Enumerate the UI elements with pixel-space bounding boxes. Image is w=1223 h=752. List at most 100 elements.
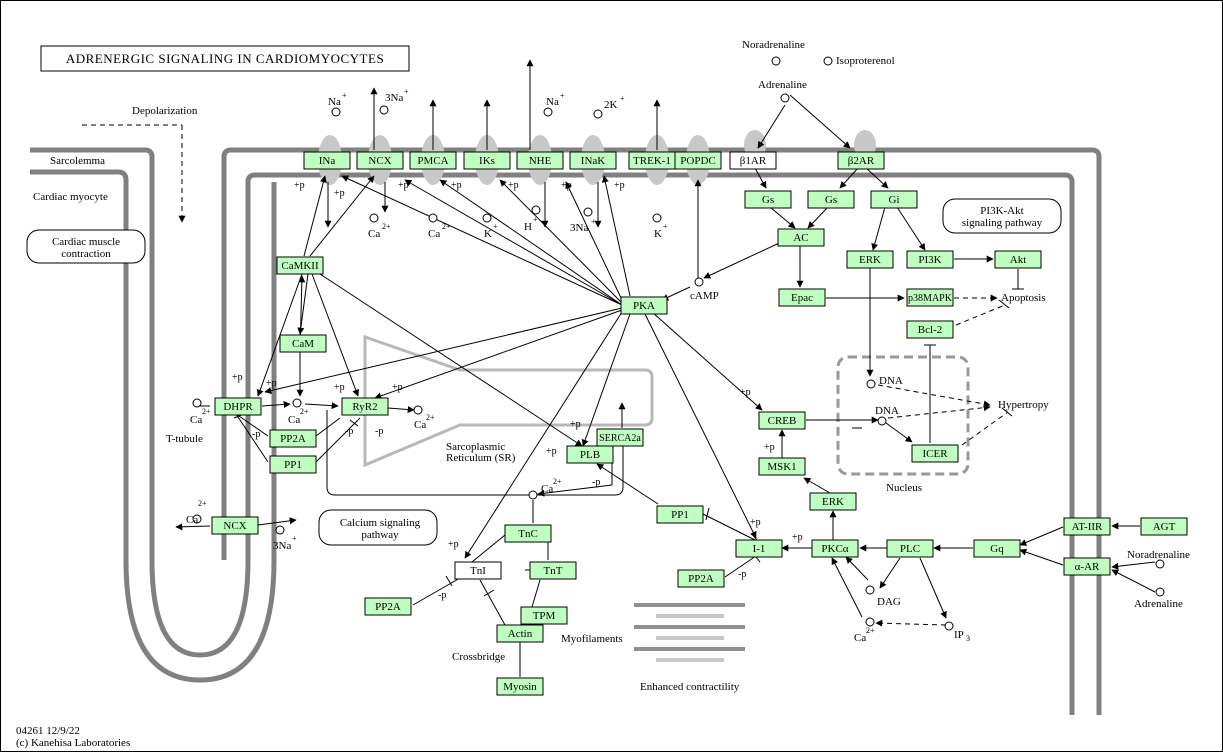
- gene-popdc[interactable]: [674, 151, 722, 170]
- gene-cam-label: CaM: [292, 338, 314, 350]
- gene-ncx-top[interactable]: [356, 151, 404, 170]
- mark-minus-p-1: -p: [252, 429, 260, 440]
- compound-ca-mid[interactable]: [292, 398, 302, 408]
- gene-plb[interactable]: [566, 445, 614, 464]
- compound-ca-pmca[interactable]: [428, 213, 438, 223]
- gene-pka[interactable]: [620, 296, 668, 315]
- gene-camkii[interactable]: [276, 256, 324, 275]
- gene-p38mapk[interactable]: [906, 288, 954, 307]
- gene-pp2a-2[interactable]: [677, 569, 725, 588]
- gene-alpha-ar[interactable]: [1063, 557, 1111, 576]
- compound-na-nhe[interactable]: [543, 107, 553, 117]
- gene-erk-1[interactable]: [846, 250, 894, 269]
- gene-pp2a-3[interactable]: [364, 597, 412, 616]
- gene-pmca[interactable]: [409, 151, 457, 170]
- gene-dhpr-label: DHPR: [223, 401, 253, 413]
- sr-region: [326, 410, 624, 496]
- gene-gs-1[interactable]: [744, 190, 792, 209]
- compound-ca-dhpr[interactable]: [192, 398, 202, 408]
- gene-tnt[interactable]: [529, 561, 577, 580]
- gene-at-iir[interactable]: [1063, 517, 1111, 536]
- compound-3na-2[interactable]: [583, 207, 593, 217]
- gene-agt[interactable]: [1140, 517, 1188, 536]
- gene-icer[interactable]: [911, 444, 959, 463]
- gene-gi[interactable]: [870, 190, 918, 209]
- gene-inak[interactable]: [569, 151, 617, 170]
- gene-pp2a-1[interactable]: [269, 429, 317, 448]
- gene-pka-label: PKA: [633, 300, 655, 312]
- gene-erk-2[interactable]: [809, 492, 857, 511]
- compound-ip3[interactable]: [944, 621, 954, 631]
- mark-minus-p-3: -p: [375, 426, 383, 437]
- compound-2k[interactable]: [593, 109, 603, 119]
- gene-serca2a[interactable]: [596, 428, 644, 447]
- gene-tpm[interactable]: [520, 606, 568, 625]
- compound-ca-pmca-label: Ca: [428, 228, 440, 240]
- compound-3na-bottom[interactable]: [275, 525, 285, 535]
- gene-actin[interactable]: [496, 624, 544, 643]
- compound-ca-ncx[interactable]: [369, 213, 379, 223]
- compound-k-iks[interactable]: [482, 213, 492, 223]
- compound-dna-1[interactable]: [866, 379, 876, 389]
- gene-pp1-1[interactable]: [269, 455, 317, 474]
- compound-na-1[interactable]: [331, 107, 341, 117]
- compound-k-trek[interactable]: [652, 213, 662, 223]
- pathway-calcium-2: pathway: [361, 529, 399, 541]
- gene-tni-label: TnI: [470, 565, 486, 577]
- gene-iks[interactable]: [463, 151, 511, 170]
- gene-gq[interactable]: [973, 539, 1021, 558]
- pathway-box-cardiac-muscle[interactable]: [26, 229, 146, 264]
- gene-b2ar[interactable]: [837, 151, 885, 170]
- gene-plc[interactable]: [886, 539, 934, 558]
- gene-creb[interactable]: [758, 411, 806, 430]
- pathway-box-calcium-signaling[interactable]: [318, 509, 438, 546]
- gene-ncx-bottom[interactable]: [211, 516, 259, 535]
- gene-myosin[interactable]: [496, 677, 544, 696]
- gene-ina[interactable]: [303, 151, 351, 170]
- compound-3na-1[interactable]: [379, 105, 389, 115]
- gene-cam[interactable]: [279, 334, 327, 353]
- compound-isoproterenol[interactable]: [823, 56, 833, 66]
- gene-b1ar[interactable]: [729, 151, 777, 170]
- compound-camp[interactable]: [694, 277, 704, 287]
- compound-dag[interactable]: [865, 585, 875, 595]
- compound-noradrenaline-top-label: Noradrenaline: [742, 39, 805, 51]
- compound-ca-sr[interactable]: [528, 490, 538, 500]
- gene-ryr2[interactable]: [341, 397, 389, 416]
- compound-2k-label: 2K: [604, 99, 618, 111]
- gene-i1-label: I-1: [753, 543, 766, 555]
- compound-dna-2[interactable]: [877, 416, 887, 426]
- gene-gs-2[interactable]: [807, 190, 855, 209]
- mark-p-14: +p: [740, 387, 751, 398]
- gene-epac[interactable]: [778, 288, 826, 307]
- compound-h[interactable]: [531, 205, 541, 215]
- gene-pp1-2[interactable]: [656, 505, 704, 524]
- compound-k-iks-label: K: [484, 228, 492, 240]
- compound-adrenaline-top[interactable]: [780, 93, 790, 103]
- compound-adrenaline-right[interactable]: [1155, 587, 1165, 597]
- compound-ca-ncx-bottom[interactable]: [192, 514, 202, 524]
- compound-noradrenaline-top[interactable]: [771, 56, 781, 66]
- gene-nhe[interactable]: [516, 151, 564, 170]
- gene-tni[interactable]: [454, 561, 502, 580]
- compound-ca-ryr[interactable]: [413, 405, 423, 415]
- pathway-box-pi3k-akt[interactable]: [942, 198, 1062, 234]
- compound-ca-dhpr-charge: 2+: [202, 407, 211, 416]
- gene-pp2a-2-label: PP2A: [688, 573, 714, 585]
- gene-pkca[interactable]: [811, 539, 859, 558]
- gene-pi3k[interactable]: [906, 250, 954, 269]
- compound-ca-bottom[interactable]: [865, 617, 875, 627]
- gene-bcl2[interactable]: [906, 320, 954, 339]
- gene-msk1[interactable]: [758, 457, 806, 476]
- mark-p-16: +p: [750, 517, 761, 528]
- nucleus-membrane: [836, 355, 970, 476]
- gene-akt[interactable]: [994, 250, 1042, 269]
- gene-dhpr[interactable]: [214, 397, 262, 416]
- gene-ac[interactable]: [777, 228, 825, 247]
- compound-noradrenaline-right[interactable]: [1155, 559, 1165, 569]
- gene-tnc[interactable]: [504, 524, 552, 543]
- sr-membrane: [363, 334, 654, 468]
- gene-i1[interactable]: [735, 539, 783, 558]
- gene-camkii-label: CaMKII: [281, 260, 319, 272]
